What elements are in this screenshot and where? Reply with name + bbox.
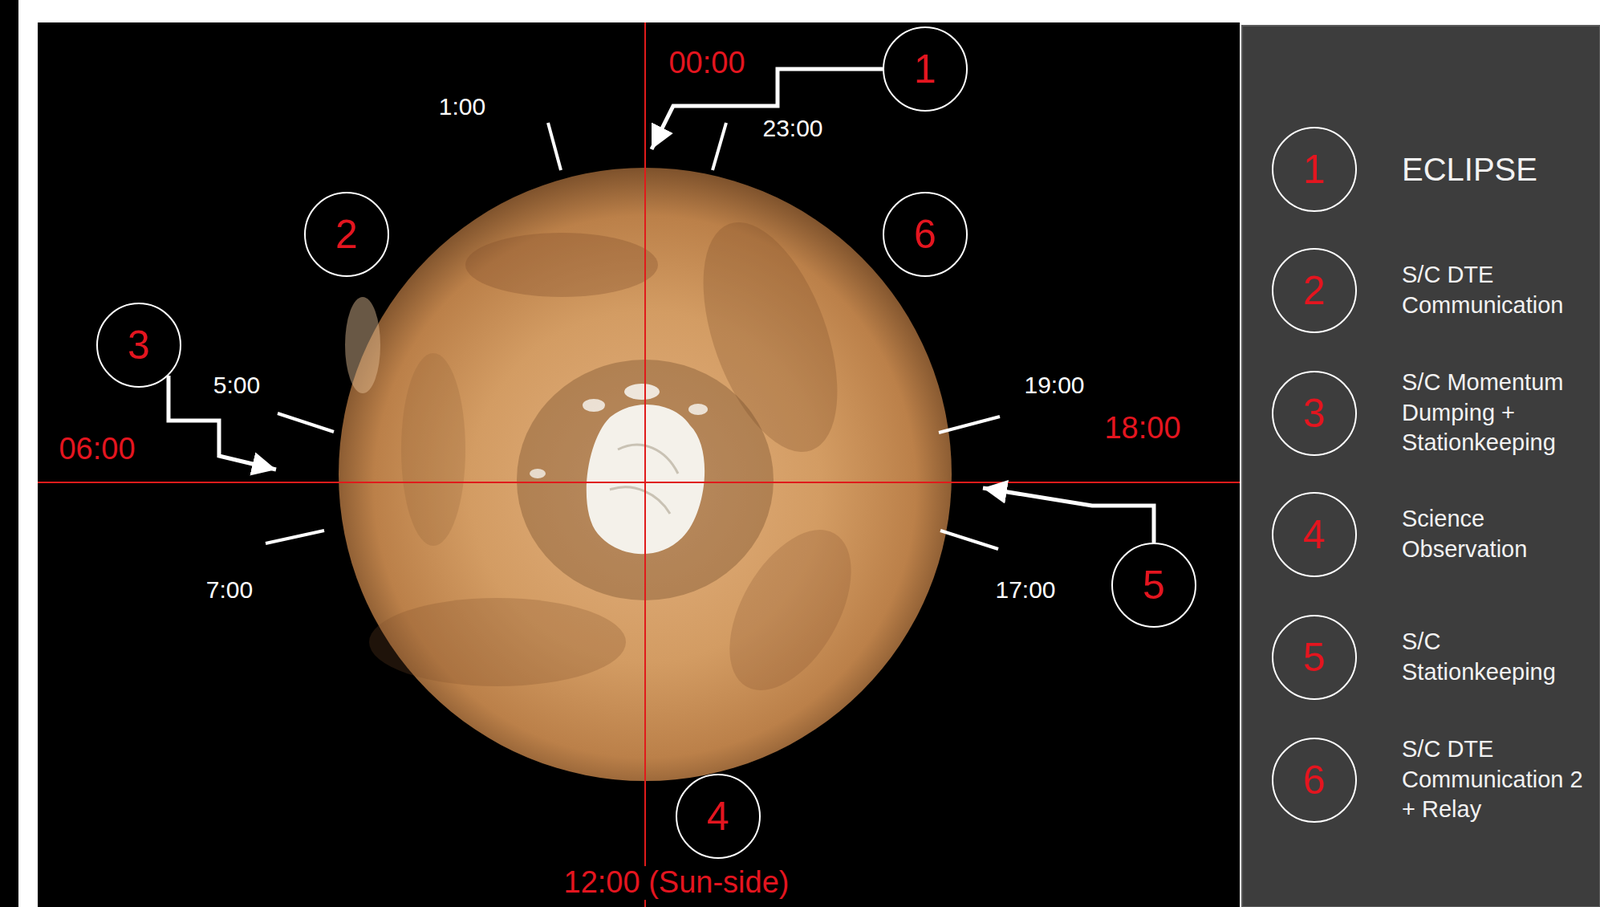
hour-label: 7:00 <box>203 576 256 603</box>
circle-outline <box>304 192 389 277</box>
callout-circle: 5 <box>1111 542 1197 628</box>
legend-item: S/C DTE Communication <box>1401 259 1591 321</box>
legend-item: S/C DTE Communication 2 + Relay <box>1401 734 1591 825</box>
legend-number: 2 <box>1303 268 1326 313</box>
callout-number: 5 <box>1142 564 1166 606</box>
legend-panel <box>1242 25 1600 907</box>
hour-label: 1:00 <box>435 93 489 120</box>
legend-item: S/C Stationkeeping <box>1401 626 1591 687</box>
callout-circle: 1 <box>882 26 968 112</box>
legend-text: Science Observation <box>1401 505 1527 562</box>
legend-text: ECLIPSE <box>1401 151 1538 187</box>
legend-text: S/C DTE Communication <box>1401 261 1564 318</box>
circle-outline <box>1112 543 1196 627</box>
legend-number: 4 <box>1303 512 1326 557</box>
circle-outline <box>97 303 181 387</box>
legend-number: 5 <box>1303 635 1326 680</box>
axis-time-label: 18:00 <box>1100 411 1184 446</box>
callout-number: 6 <box>913 214 937 255</box>
legend-item: Science Observation <box>1401 503 1591 565</box>
legend-circles <box>1272 127 1357 822</box>
circle-outline <box>883 192 967 277</box>
crosshair <box>37 22 1240 907</box>
legend-number: 3 <box>1303 391 1326 436</box>
legend-item: S/C Momentum Dumping + Stationkeeping <box>1401 367 1591 459</box>
legend-number: 6 <box>1303 758 1326 803</box>
circle-outline <box>883 27 967 111</box>
legend-text: S/C Stationkeeping <box>1401 628 1556 685</box>
callout-number: 3 <box>127 324 151 366</box>
legend-item: ECLIPSE <box>1401 148 1591 191</box>
axis-time-label: 06:00 <box>55 432 139 467</box>
hour-label: 5:00 <box>210 371 264 398</box>
callout-circle: 6 <box>882 191 968 277</box>
leader-arrows <box>168 69 1154 543</box>
hour-ticks <box>265 122 1000 549</box>
circle-outline <box>676 774 760 858</box>
edge-strip <box>0 0 19 907</box>
callout-circle: 4 <box>675 773 761 859</box>
callout-circle: 2 <box>304 191 390 277</box>
callout-number: 4 <box>706 795 730 837</box>
hour-label: 23:00 <box>759 114 826 142</box>
legend-text: S/C DTE Communication 2 + Relay <box>1401 735 1584 822</box>
axis-time-label: 12:00 (Sun-side) <box>560 865 793 900</box>
legend-text: S/C Momentum Dumping + Stationkeeping <box>1401 369 1564 455</box>
hour-label: 19:00 <box>1020 371 1088 398</box>
hour-label: 17:00 <box>991 576 1059 603</box>
space-panel <box>37 22 1240 907</box>
callout-number: 2 <box>335 214 358 255</box>
legend-number: 1 <box>1303 147 1326 192</box>
callout-number: 1 <box>913 48 937 90</box>
axis-time-label: 00:00 <box>665 46 748 81</box>
callout-circle: 3 <box>96 302 182 388</box>
